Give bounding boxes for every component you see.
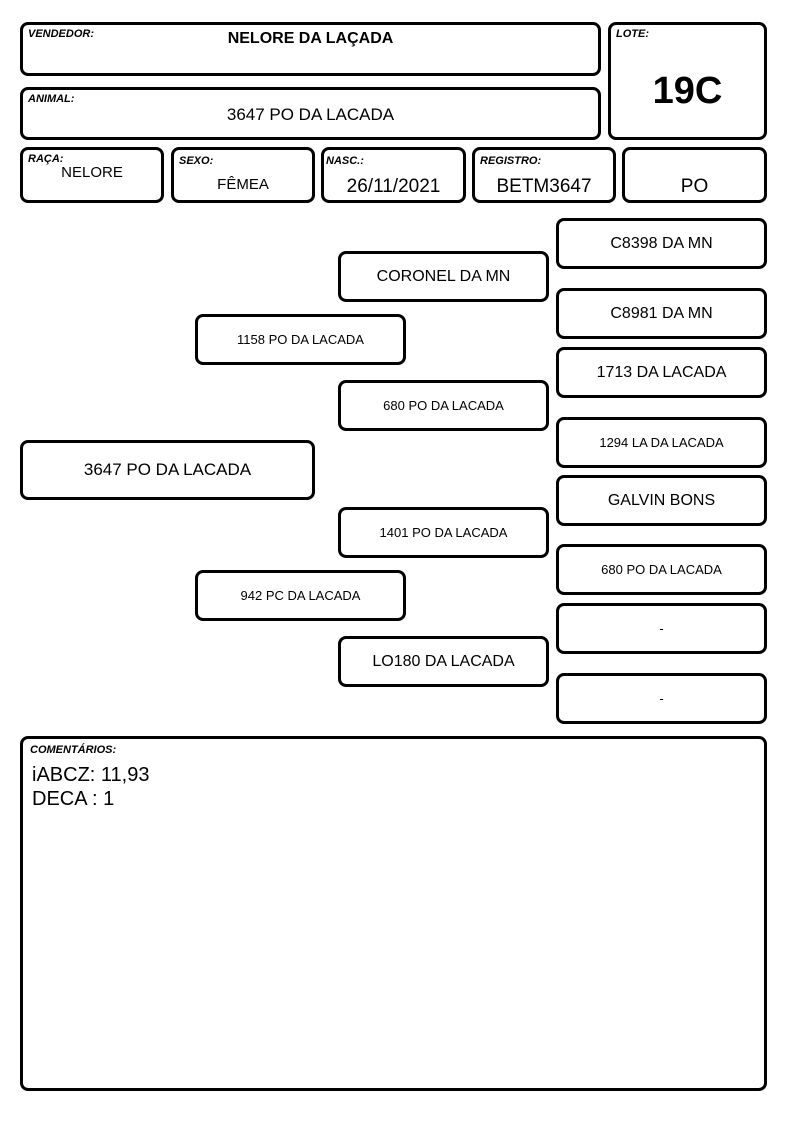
vendedor-box: VENDEDOR: NELORE DA LAÇADA — [20, 22, 601, 76]
pedigree-ggp-4-label: 1294 LA DA LACADA — [599, 435, 724, 450]
pedigree-sire-sire-label: CORONEL DA MN — [376, 267, 511, 285]
pedigree-sire: 1158 PO DA LACADA — [195, 314, 406, 365]
pedigree-ggp-7: - — [556, 603, 767, 654]
pedigree-dam-sire: 1401 PO DA LACADA — [338, 507, 549, 558]
sexo-label: SEXO: — [179, 155, 214, 167]
pedigree-dam-label: 942 PC DA LACADA — [240, 588, 361, 603]
pedigree-ggp-1: C8398 DA MN — [556, 218, 767, 269]
comment-line-1: iABCZ: 11,93 — [32, 764, 150, 786]
nasc-box: NASC.: 26/11/2021 — [321, 147, 466, 203]
nasc-value: 26/11/2021 — [346, 176, 441, 197]
pedigree-ggp-7-label: - — [659, 621, 664, 636]
animal-box: ANIMAL: 3647 PO DA LACADA — [20, 87, 601, 140]
animal-value: 3647 PO DA LACADA — [226, 105, 395, 124]
raca-value: NELORE — [61, 164, 123, 181]
categoria-value: PO — [680, 176, 709, 197]
registro-value: BETM3647 — [496, 176, 592, 197]
comments-box: COMENTÁRIOS: iABCZ: 11,93 DECA : 1 — [20, 736, 767, 1091]
pedigree-ggp-5: GALVIN BONS — [556, 475, 767, 526]
registro-label: REGISTRO: — [480, 155, 542, 167]
nasc-label: NASC.: — [326, 155, 364, 167]
pedigree-ggp-2: C8981 DA MN — [556, 288, 767, 339]
pedigree-dam: 942 PC DA LACADA — [195, 570, 406, 621]
pedigree-ggp-4: 1294 LA DA LACADA — [556, 417, 767, 468]
animal-label: ANIMAL: — [28, 93, 75, 105]
sexo-box: SEXO: FÊMEA — [171, 147, 315, 203]
pedigree-ggp-8-label: - — [659, 691, 664, 706]
registro-box: REGISTRO: BETM3647 — [472, 147, 616, 203]
pedigree-ggp-1-label: C8398 DA MN — [610, 234, 713, 252]
pedigree-animal: 3647 PO DA LACADA — [20, 440, 315, 500]
pedigree-dam-dam: LO180 DA LACADA — [338, 636, 549, 687]
comments-label: COMENTÁRIOS: — [30, 744, 117, 756]
pedigree-ggp-3: 1713 DA LACADA — [556, 347, 767, 398]
pedigree-sire-dam: 680 PO DA LACADA — [338, 380, 549, 431]
comment-line-2: DECA : 1 — [32, 788, 115, 810]
lote-box: LOTE: 19C — [608, 22, 767, 140]
vendedor-label: VENDEDOR: — [28, 28, 95, 40]
pedigree-animal-label: 3647 PO DA LACADA — [83, 460, 252, 479]
pedigree-ggp-8: - — [556, 673, 767, 724]
pedigree-ggp-6: 680 PO DA LACADA — [556, 544, 767, 595]
sexo-value: FÊMEA — [217, 176, 269, 193]
pedigree-sire-dam-label: 680 PO DA LACADA — [383, 398, 504, 413]
pedigree-sire-label: 1158 PO DA LACADA — [237, 332, 364, 347]
pedigree-sire-sire: CORONEL DA MN — [338, 251, 549, 302]
raca-label: RAÇA: — [28, 153, 64, 165]
lote-label: LOTE: — [616, 28, 649, 40]
comments-text: iABCZ: 11,93 DECA : 1 — [32, 763, 149, 811]
raca-box: RAÇA: NELORE — [20, 147, 164, 203]
pedigree-ggp-6-label: 680 PO DA LACADA — [601, 562, 722, 577]
categoria-box: PO — [622, 147, 767, 203]
lote-value: 19C — [652, 70, 723, 112]
pedigree-ggp-2-label: C8981 DA MN — [610, 304, 713, 322]
pedigree-dam-sire-label: 1401 PO DA LACADA — [379, 525, 508, 540]
pedigree-dam-dam-label: LO180 DA LACADA — [372, 652, 515, 670]
vendedor-value: NELORE DA LAÇADA — [227, 30, 394, 47]
pedigree-ggp-5-label: GALVIN BONS — [607, 491, 716, 509]
pedigree-ggp-3-label: 1713 DA LACADA — [596, 363, 727, 381]
